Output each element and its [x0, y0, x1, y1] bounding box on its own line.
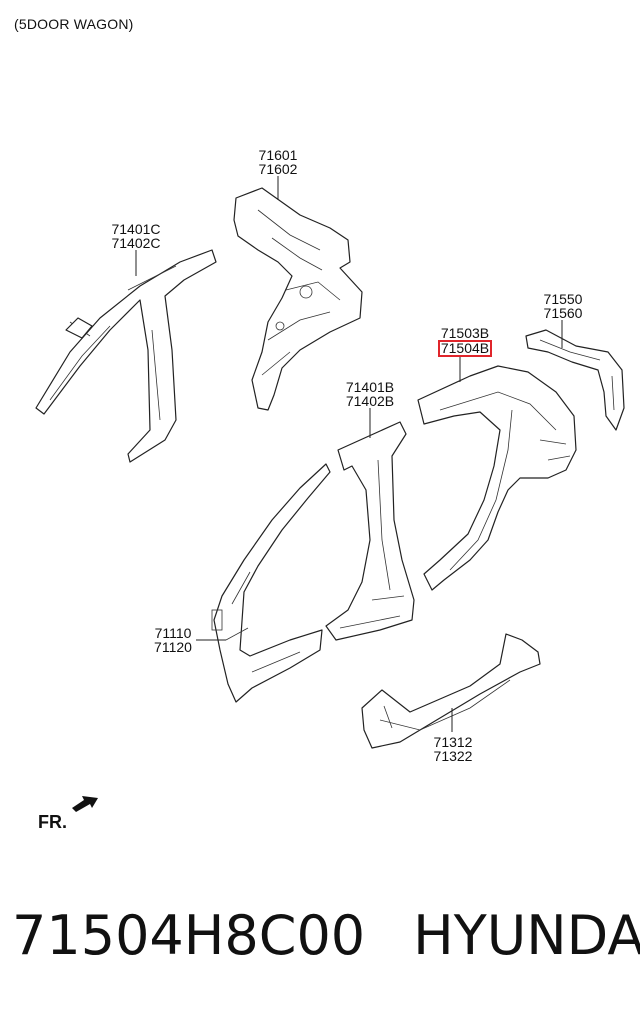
brand-name: HYUNDAI: [413, 904, 640, 967]
callout-71401c: 71401C 71402C: [101, 222, 171, 250]
callout-71601-line1: 71601: [258, 147, 298, 163]
callout-71401c-line2: 71402C: [111, 235, 161, 251]
parts-diagram: [35, 176, 625, 812]
callout-71550-line1: 71550: [543, 291, 583, 307]
callout-71401c-line1: 71401C: [111, 221, 161, 237]
part-71401c-pillar: [35, 249, 217, 463]
part-number: 71504H8C00: [12, 904, 366, 967]
callout-71312-line1: 71312: [433, 734, 473, 750]
part-71503b-quarter-outer: [417, 365, 577, 591]
callout-71110-line2: 71120: [154, 639, 192, 655]
callout-71401b-line1: 71401B: [345, 379, 395, 395]
front-arrow-icon: [72, 796, 98, 812]
part-71401b-center-pillar: [325, 421, 415, 641]
callout-71312: 71312 71322: [418, 735, 488, 763]
callout-71550-line2: 71560: [543, 305, 583, 321]
callout-71401b: 71401B 71402B: [335, 380, 405, 408]
footer-caption: 71504H8C00 HYUNDAI: [12, 904, 640, 967]
callout-71401b-line2: 71402B: [345, 393, 395, 409]
callout-71503b: 71503B 71504B: [430, 326, 500, 357]
diagram-variant-label: (5DOOR WAGON): [14, 16, 134, 32]
callout-71110: 71110 71120: [138, 626, 208, 654]
callout-71601: 71601 71602: [243, 148, 313, 176]
callout-71110-line1: 71110: [154, 625, 192, 641]
part-71601-quarter-inner: [233, 187, 363, 411]
part-71312-side-sill: [361, 633, 541, 749]
part-71110-front-pillar: [211, 463, 331, 703]
callout-71503b-line1: 71503B: [440, 325, 490, 341]
callout-71601-line2: 71602: [258, 161, 298, 177]
callout-71504b-highlighted: 71504B: [437, 340, 493, 357]
part-71550-bracket: [525, 329, 625, 431]
callout-71550: 71550 71560: [528, 292, 598, 320]
front-direction-label: FR.: [38, 812, 67, 832]
callout-71312-line2: 71322: [433, 748, 473, 764]
